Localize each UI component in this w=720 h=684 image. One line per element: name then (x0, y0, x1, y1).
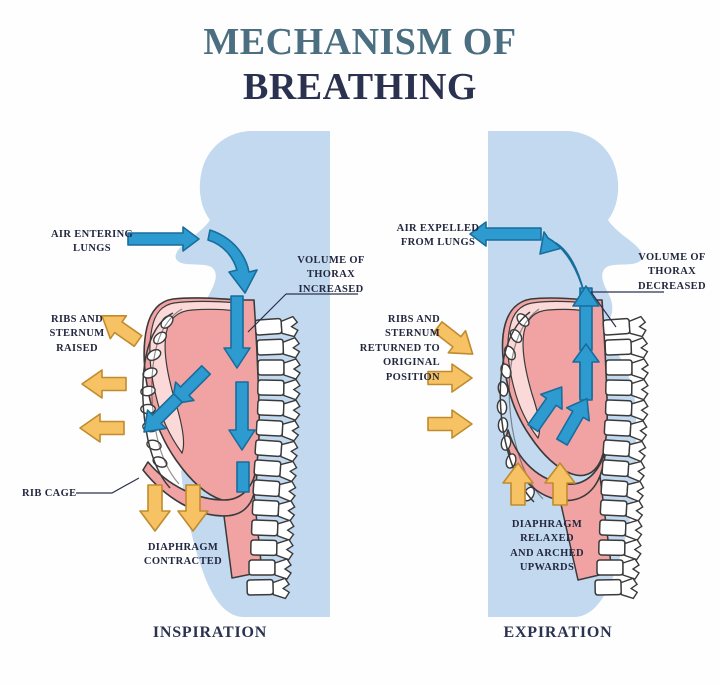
inspiration-figure (76, 131, 358, 617)
title-line-2: BREATHING (243, 66, 477, 109)
air-expelled-from-lungs-label: AIR EXPELLED FROM LUNGS (396, 223, 480, 249)
spine-expiration (594, 315, 649, 600)
expiration-figure (427, 131, 720, 617)
ribs-and-sternum-returned-label: RIBS AND STERNUM RETURNED TO ORIGINAL PO… (359, 314, 440, 383)
air-outflow-arrow-expiration (469, 221, 586, 297)
volume-of-thorax-increased-label: VOLUME OF THORAX INCREASED (297, 255, 365, 295)
ribs-and-sternum-raised-label: RIBS AND STERNUM RAISED (49, 314, 105, 354)
rib-cage-label: RIB CAGE (22, 488, 77, 499)
volume-of-thorax-decreased-label: VOLUME OF THORAX DECREASED (638, 252, 706, 292)
diaphragm-relaxed-label: DIAPHRAGM RELAXED AND ARCHED UPWARDS (510, 519, 584, 574)
rib-contraction-arrows-expiration (427, 321, 474, 439)
pleura-expiration (507, 300, 587, 440)
lung-airflow-arrows-expiration (527, 285, 600, 446)
diaphragm-arrows-inspiration (139, 484, 209, 532)
diaphragm-arrows-expiration (502, 462, 576, 506)
lung-airflow-arrows-inspiration (143, 295, 256, 493)
spine-inspiration (246, 315, 301, 600)
rib-expansion-arrows-inspiration (79, 314, 143, 443)
caption-inspiration: INSPIRATION (152, 624, 268, 641)
leader-lines-inspiration (76, 293, 358, 494)
leader-lines-expiration (590, 291, 664, 328)
page-title: MECHANISM OF BREATHING (0, 21, 720, 109)
jaw-cut-expiration (636, 345, 720, 475)
air-inflow-arrow-inspiration (127, 226, 258, 294)
diaphragm-contracted-label: DIAPHRAGM CONTRACTED (143, 542, 223, 568)
rib-cage-inspiration (139, 308, 183, 489)
title-line-1: MECHANISM OF (203, 21, 517, 63)
caption-expiration: EXPIRATION (503, 624, 613, 641)
abdomen-inspiration (223, 493, 263, 579)
air-entering-lungs-label: AIR ENTERING LUNGS (50, 229, 134, 255)
pleura-inspiration (149, 300, 239, 455)
